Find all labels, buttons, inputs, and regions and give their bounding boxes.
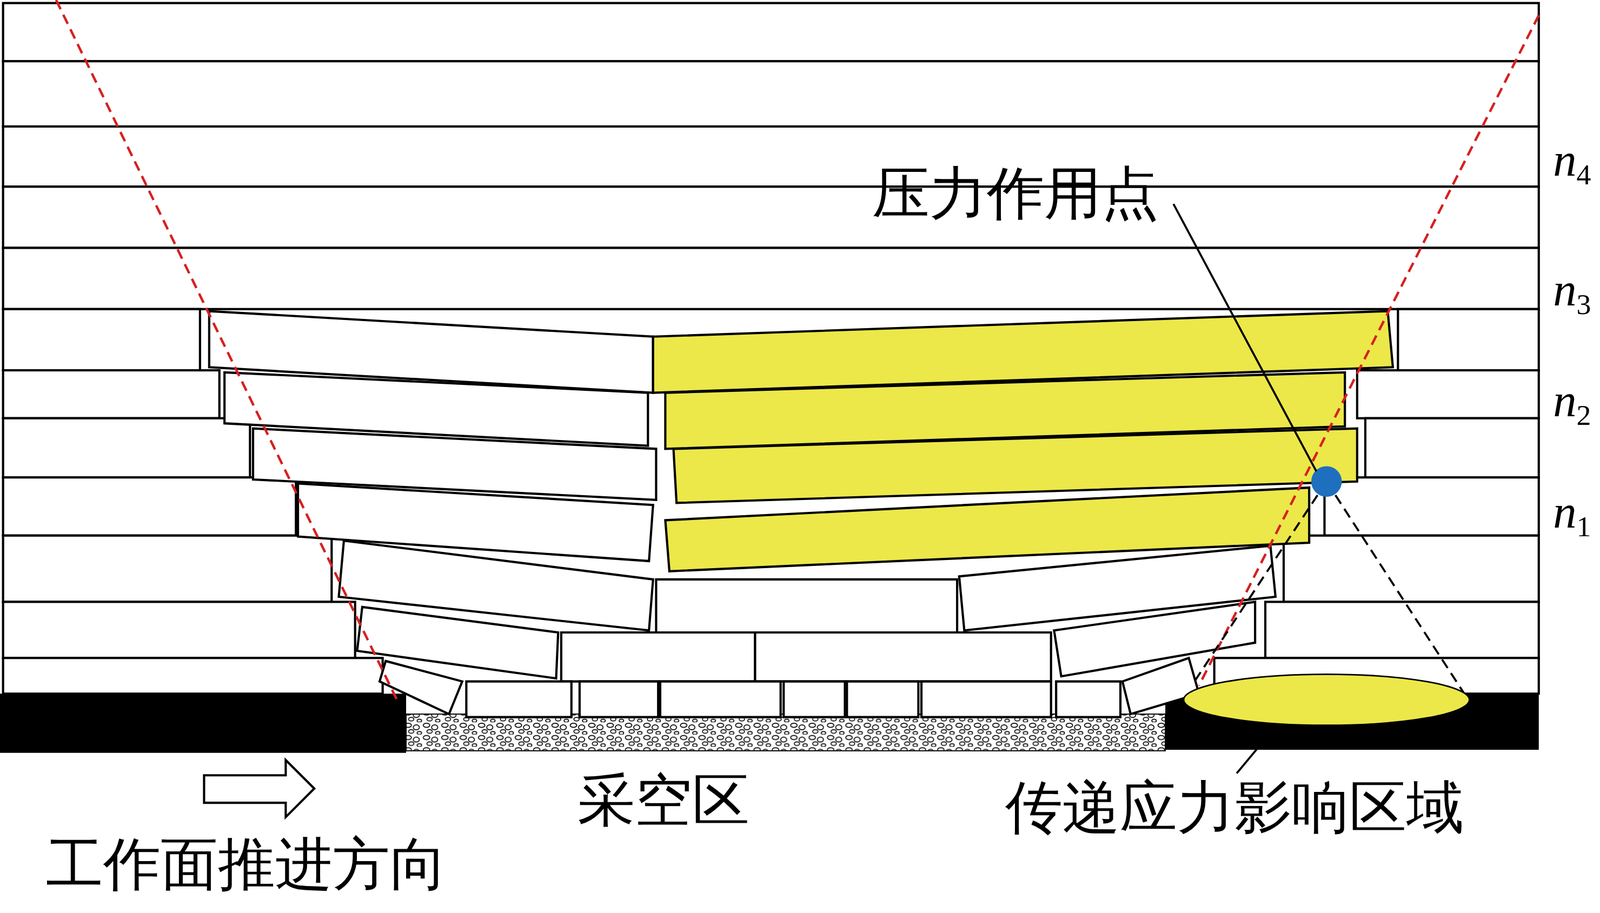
rock-stratum [3,418,251,478]
broken-rock-block [561,632,756,682]
stratum-index: n4 [1552,136,1591,190]
rock-stratum [3,370,220,419]
area-label: 传递应力影响区域 [1005,779,1464,838]
broken-rock-block [783,681,845,718]
rock-stratum [3,248,1539,310]
rock-stratum [3,309,201,371]
broken-rock-block [1053,601,1256,677]
stress-transfer-line [1191,481,1327,686]
rock-stratum [1397,309,1539,371]
influence-zone [1183,674,1470,726]
broken-rock-block [1056,681,1121,718]
rock-stratum [3,477,297,536]
caving-line [56,0,398,702]
stress-transfer-line [1326,481,1465,695]
broken-rock-block [921,681,1052,718]
caving-line [1198,15,1539,686]
rock-stratum [3,186,1539,248]
gob-rubble [406,714,1166,752]
rock-stratum [1283,535,1539,603]
broken-rock-block [579,681,659,718]
broken-rock-block [846,681,919,718]
advance-arrow [203,760,315,818]
rock-stratum [3,61,1539,127]
leader-line [1236,724,1278,774]
area-label: 采空区 [577,772,750,831]
broken-rock-block [466,681,572,718]
direction-label: 工作面推进方向 [45,836,448,894]
point-label: 压力作用点 [872,165,1159,223]
rock-stratum [3,535,333,603]
leader-line [1173,203,1317,471]
broken-rock-block [660,681,781,718]
rock-stratum [3,658,383,694]
stratum-index: n2 [1552,377,1591,431]
stratum-index: n1 [1552,488,1591,542]
rock-stratum [1265,601,1539,659]
rock-stratum [1365,418,1539,478]
rock-stratum [1357,370,1539,419]
broken-rock-block [379,661,463,715]
stratum-index: n3 [1552,266,1591,320]
rock-stratum [3,126,1539,187]
rock-stratum [3,601,356,659]
broken-rock-block [754,632,1051,682]
coal-seam [0,693,407,753]
rock-stratum [3,3,1539,62]
broken-rock-block [655,579,958,633]
